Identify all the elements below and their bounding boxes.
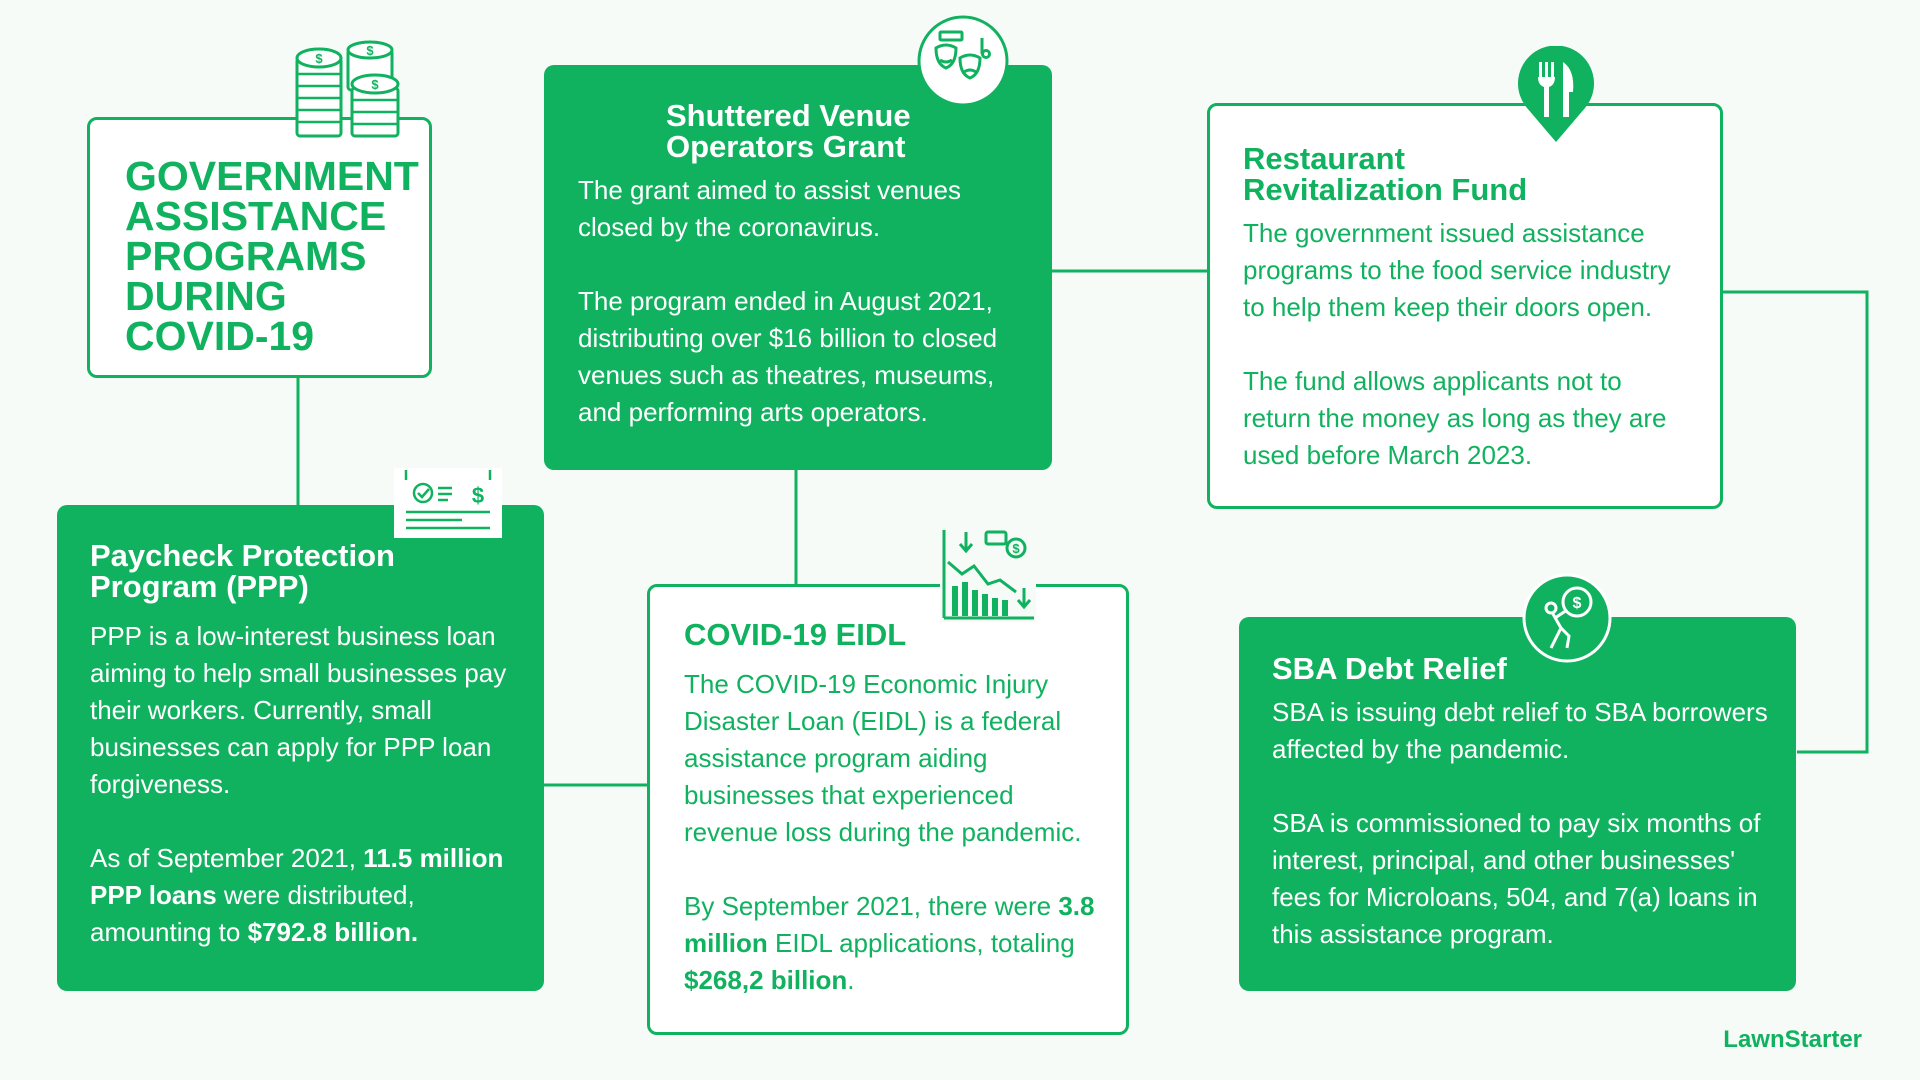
- svg-text:$: $: [371, 77, 379, 92]
- theater-masks-icon: [917, 15, 1009, 107]
- ppp-details: As of September 2021, 11.5 million PPP l…: [90, 843, 504, 947]
- sba-title: SBA Debt Relief: [1272, 651, 1507, 686]
- title-box: GOVERNMENT ASSISTANCE PROGRAMS DURING CO…: [87, 117, 432, 378]
- svog-description: The grant aimed to assist venues closed …: [578, 175, 961, 242]
- sba-details: SBA is commissioned to pay six months of…: [1272, 808, 1761, 949]
- declining-chart-icon: $: [940, 528, 1036, 622]
- rrf-card: Restaurant Revitalization Fund The gover…: [1207, 103, 1723, 509]
- eidl-description: The COVID-19 Economic Injury Disaster Lo…: [684, 669, 1082, 847]
- connector-rrf-sba: [1722, 290, 1869, 754]
- rrf-details: The fund allows applicants not to return…: [1243, 366, 1667, 470]
- svg-text:$: $: [366, 43, 374, 58]
- svg-text:$: $: [1573, 595, 1582, 612]
- svog-details: The program ended in August 2021, distri…: [578, 286, 998, 427]
- svog-title: Shuttered Venue Operators Grant: [666, 98, 911, 164]
- svg-text:$: $: [1012, 541, 1020, 556]
- sba-card: SBA Debt Relief SBA is issuing debt reli…: [1239, 617, 1796, 991]
- coin-stacks-icon: $ $ $: [295, 40, 400, 138]
- eidl-card: COVID-19 EIDL The COVID-19 Economic Inju…: [647, 584, 1129, 1035]
- sba-description: SBA is issuing debt relief to SBA borrow…: [1272, 697, 1768, 764]
- svog-card: Shuttered Venue Operators Grant The gran…: [544, 65, 1052, 470]
- eidl-details: By September 2021, there were 3.8 millio…: [684, 891, 1095, 995]
- ppp-description: PPP is a low-interest business loan aimi…: [90, 621, 507, 799]
- ppp-card: Paycheck Protection Program (PPP) PPP is…: [57, 505, 544, 991]
- brand-logo: LawnStarter: [1723, 1026, 1862, 1053]
- ppp-title: Paycheck Protection Program (PPP): [90, 538, 395, 604]
- eidl-title: COVID-19 EIDL: [684, 617, 907, 652]
- debt-burden-icon: $: [1522, 573, 1612, 663]
- paycheck-icon: $: [394, 468, 502, 538]
- rrf-title: Restaurant Revitalization Fund: [1243, 141, 1528, 207]
- rrf-description: The government issued assistance program…: [1243, 218, 1671, 322]
- svg-text:$: $: [472, 483, 484, 508]
- svg-text:$: $: [315, 51, 323, 66]
- fork-knife-pin-icon: [1518, 46, 1594, 142]
- page-title: GOVERNMENT ASSISTANCE PROGRAMS DURING CO…: [125, 153, 419, 359]
